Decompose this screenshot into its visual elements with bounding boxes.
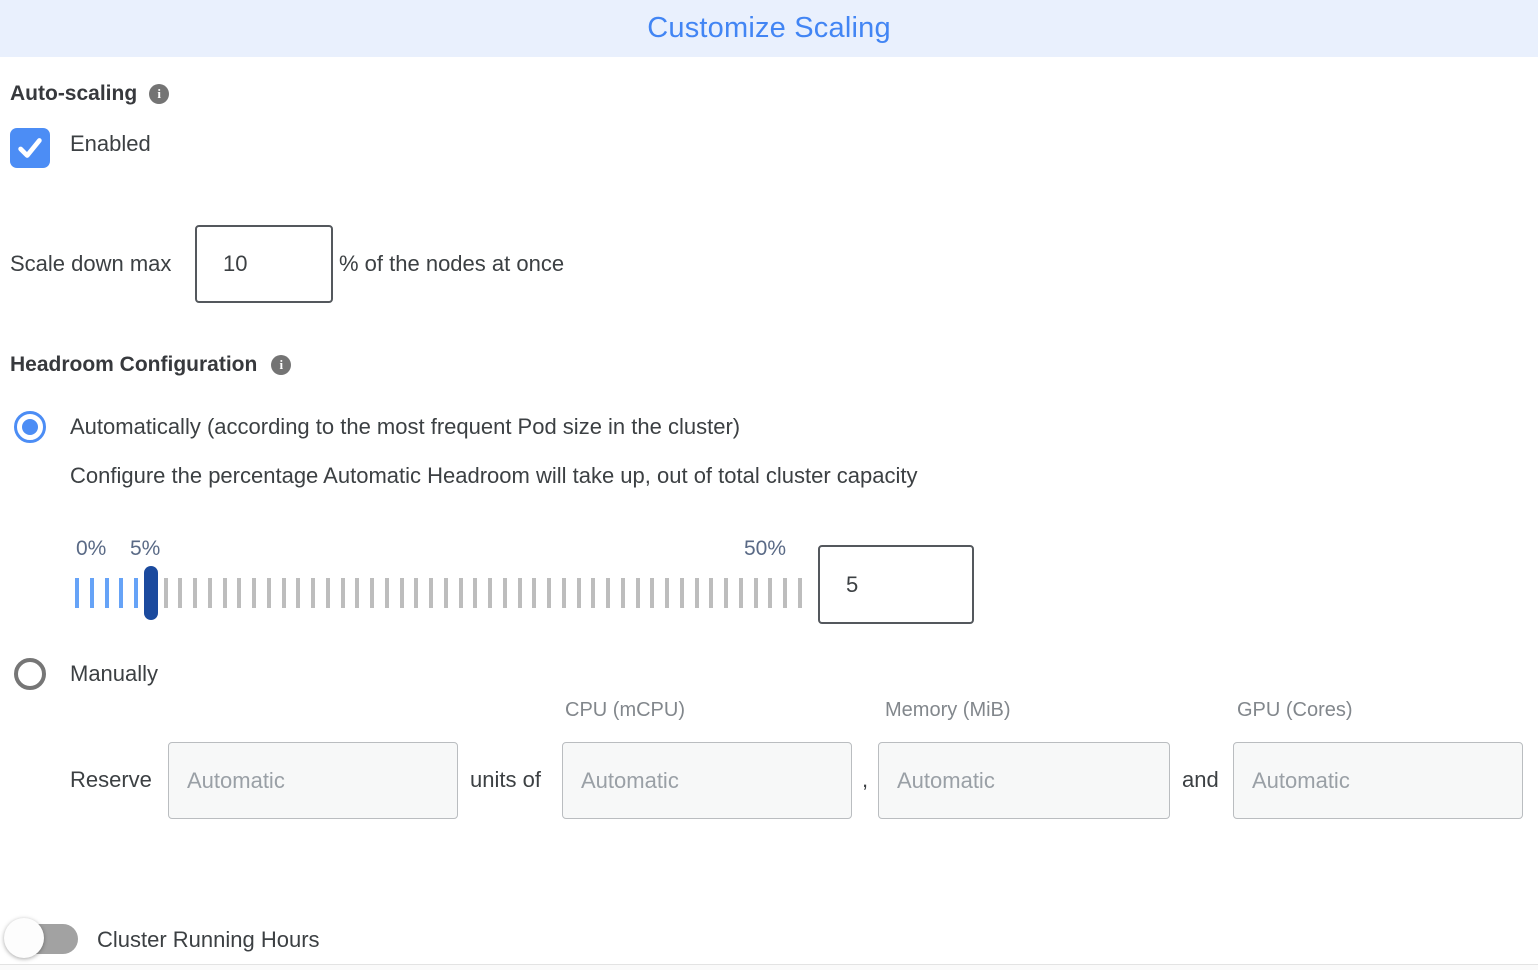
slider-tick: [458, 578, 463, 608]
slider-tick: [797, 578, 802, 608]
slider-tick: [281, 578, 286, 608]
slider-tick: [252, 578, 256, 608]
slider-tick: [193, 578, 197, 608]
headroom-section-label: Headroom Configuration: [10, 353, 258, 376]
slider-tick: [340, 578, 345, 608]
toggle-knob: [4, 918, 44, 958]
panel-header: Customize Scaling: [0, 0, 1538, 57]
slider-min-label: 0%: [76, 537, 107, 560]
slider-tick: [473, 578, 478, 608]
enabled-label: Enabled: [70, 131, 151, 156]
comma-label: ,: [862, 767, 869, 792]
column-header-memory: Memory (MiB): [885, 699, 1011, 721]
slider-tick: [443, 578, 448, 608]
slider-current-label: 5%: [130, 537, 161, 560]
slider-tick: [606, 578, 610, 608]
slider-tick: [547, 578, 551, 608]
slider-tick: [738, 578, 743, 608]
slider-tick: [207, 578, 212, 608]
cluster-running-hours-toggle[interactable]: [4, 916, 86, 960]
slider-tick: [104, 578, 109, 608]
slider-tick: [635, 578, 640, 608]
slider-tick: [311, 578, 315, 608]
slider-tick: [709, 578, 714, 608]
slider-tick: [576, 578, 581, 608]
slider-tick: [783, 578, 787, 608]
slider-tick: [724, 578, 728, 608]
slider-tick: [178, 578, 183, 608]
slider-handle[interactable]: [143, 566, 158, 620]
column-header-gpu: GPU (Cores): [1237, 699, 1353, 721]
cluster-running-hours-label: Cluster Running Hours: [97, 927, 320, 952]
slider-tick: [399, 578, 404, 608]
column-header-cpu: CPU (mCPU): [565, 699, 685, 721]
scale-down-prefix-label: Scale down max: [10, 251, 172, 276]
scale-down-max-input[interactable]: [195, 225, 333, 303]
reserve-label: Reserve: [70, 767, 152, 792]
headroom-automatic-label: Automatically (according to the most fre…: [70, 414, 741, 439]
slider-tick: [561, 578, 566, 608]
headroom-manual-radio[interactable]: [14, 658, 46, 690]
info-glyph: i: [157, 86, 161, 101]
page-title: Customize Scaling: [647, 12, 891, 44]
slider-tick: [665, 578, 669, 608]
headroom-slider[interactable]: [75, 566, 802, 620]
info-icon[interactable]: i: [271, 355, 292, 375]
below-divider-area: [0, 965, 1538, 970]
slider-tick: [163, 578, 168, 608]
slider-tick: [237, 578, 242, 608]
slider-tick: [679, 578, 684, 608]
auto-scaling-enabled-checkbox[interactable]: [10, 128, 50, 168]
slider-tick: [502, 578, 507, 608]
reserve-cpu-input[interactable]: [562, 742, 852, 819]
slider-tick: [134, 578, 138, 608]
headroom-automatic-radio[interactable]: [14, 411, 46, 443]
slider-tick: [89, 578, 94, 608]
slider-tick: [384, 578, 389, 608]
slider-tick: [694, 578, 699, 608]
headroom-percentage-input[interactable]: [818, 545, 974, 624]
info-glyph: i: [279, 357, 284, 372]
units-of-label: units of: [470, 767, 541, 792]
slider-tick: [325, 578, 330, 608]
slider-tick: [591, 578, 596, 608]
scale-down-suffix-label: % of the nodes at once: [339, 251, 565, 276]
slider-tick: [75, 578, 79, 608]
slider-tick: [620, 578, 625, 608]
headroom-manual-label: Manually: [70, 661, 159, 686]
slider-tick: [222, 578, 227, 608]
reserve-memory-input[interactable]: [878, 742, 1170, 819]
slider-tick: [119, 578, 124, 608]
bottom-divider: [0, 964, 1538, 965]
slider-tick: [355, 578, 360, 608]
headroom-description: Configure the percentage Automatic Headr…: [70, 463, 918, 488]
slider-tick: [650, 578, 655, 608]
slider-tick: [296, 578, 301, 608]
slider-tick: [488, 578, 492, 608]
slider-tick: [532, 578, 537, 608]
slider-tick: [266, 578, 271, 608]
slider-tick: [370, 578, 374, 608]
auto-scaling-section-label: Auto-scaling: [10, 82, 138, 105]
reserve-gpu-input[interactable]: [1233, 742, 1523, 819]
slider-tick: [429, 578, 433, 608]
slider-tick: [768, 578, 773, 608]
reserve-units-input[interactable]: [168, 742, 458, 819]
info-icon[interactable]: i: [149, 84, 170, 104]
slider-tick: [414, 578, 419, 608]
radio-dot: [22, 419, 38, 435]
slider-tick: [517, 578, 522, 608]
checkmark-icon: [18, 138, 42, 158]
and-label: and: [1182, 767, 1219, 792]
slider-max-label: 50%: [744, 537, 787, 560]
slider-tick: [753, 578, 758, 608]
